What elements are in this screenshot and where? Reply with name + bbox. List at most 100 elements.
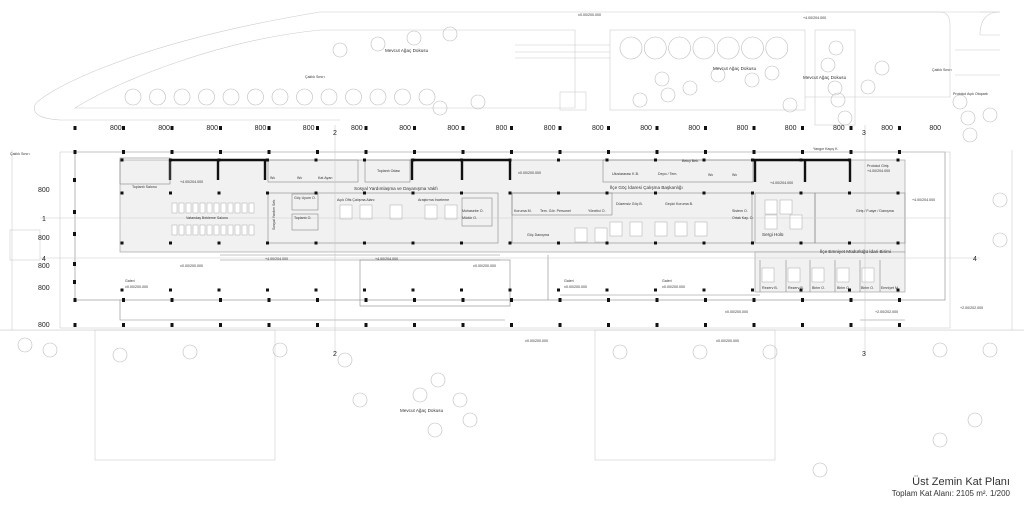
column — [654, 241, 657, 245]
tree-icon — [962, 127, 978, 143]
seat — [213, 224, 220, 236]
level-label: ±0.00/200.000 — [518, 171, 541, 175]
column — [896, 191, 900, 195]
tree-icon — [762, 344, 778, 360]
column — [73, 323, 77, 327]
level-label: +4.00/204.000 — [912, 198, 935, 202]
room-sosyal-sek: Sosyal Yardım Sek. — [272, 199, 276, 230]
tree-icon — [272, 342, 288, 358]
dimension-label: 800 — [351, 125, 363, 132]
desk — [861, 267, 875, 283]
axis-2-top: 2 — [333, 130, 337, 137]
tree-icon — [222, 88, 240, 106]
tree-icon — [619, 36, 643, 60]
room-birim: Birim O. — [837, 286, 850, 290]
column — [73, 280, 76, 284]
dimension-label: 800 — [929, 125, 941, 132]
column — [217, 241, 221, 245]
axis-4-left: 4 — [42, 256, 46, 263]
seat — [185, 202, 192, 214]
column — [508, 158, 512, 162]
column — [702, 241, 706, 245]
level-label: ±0.00/200.000 — [716, 339, 739, 343]
dimension-label: 800 — [38, 322, 50, 329]
room-yonetici: Yönetici O. — [588, 209, 606, 213]
column — [801, 150, 804, 154]
dimension-label: 800 — [110, 125, 122, 132]
level-label: +2.00/202.000 — [875, 310, 898, 314]
column — [413, 126, 416, 130]
column — [654, 158, 657, 162]
room-goc-uyum: Göç Uyum O. — [294, 196, 316, 200]
column — [411, 288, 415, 292]
column — [122, 150, 125, 154]
desk — [761, 267, 775, 283]
tree-icon — [765, 36, 789, 60]
desk — [594, 227, 608, 243]
column — [558, 323, 562, 327]
tree-icon — [452, 392, 468, 408]
tree-icon — [442, 26, 458, 42]
room-giris: Giriş / Fuaye / Danışma — [856, 209, 894, 213]
column — [557, 191, 560, 195]
dimension-label: 800 — [640, 125, 652, 132]
room-bekci: Bekçi Bek. — [682, 159, 699, 163]
column — [898, 298, 901, 302]
column — [849, 126, 853, 130]
column — [169, 241, 172, 245]
tree-icon — [692, 36, 716, 60]
desk — [674, 221, 688, 237]
column — [510, 323, 513, 327]
tree-icon — [992, 232, 1008, 248]
tree-icon — [462, 412, 478, 428]
level-label: +4.00/204.000 — [180, 180, 203, 184]
column — [219, 298, 222, 302]
column — [411, 158, 415, 162]
label-trees: Mevcut Ağaç Dokusu — [803, 75, 847, 80]
column — [702, 191, 706, 195]
room-wc: Wc — [297, 176, 302, 180]
column — [314, 158, 318, 162]
dimension-label: 800 — [158, 125, 170, 132]
seat — [178, 224, 185, 236]
desk — [779, 199, 793, 215]
column — [752, 150, 756, 154]
room-toplanti-o: Toplantı O. — [294, 216, 311, 220]
level-label: +4.00/204.000 — [867, 169, 890, 173]
column — [169, 288, 172, 292]
level-label: +4.00/204.000 — [770, 181, 793, 185]
desk — [789, 214, 803, 230]
column — [655, 323, 659, 327]
column — [751, 191, 754, 195]
tree-icon — [182, 344, 198, 360]
column — [752, 298, 756, 302]
structural-columns — [73, 126, 901, 327]
label-border: Çalılık Sınırı — [305, 75, 325, 79]
axis-3-top: 3 — [862, 130, 866, 137]
column — [73, 178, 76, 182]
desk — [424, 204, 438, 220]
column — [217, 191, 221, 195]
tree-icon — [782, 97, 798, 113]
dimension-label: 800 — [544, 125, 556, 132]
column — [751, 241, 754, 245]
column — [508, 241, 512, 245]
column — [461, 150, 465, 154]
column — [704, 150, 707, 154]
tree-icon — [643, 36, 667, 60]
tree-icon — [352, 392, 368, 408]
seat — [234, 202, 241, 214]
tree-icon — [320, 88, 338, 106]
tree-icon — [692, 344, 708, 360]
tree-icon — [820, 57, 836, 73]
level-label: ±0.00/200.000 — [564, 285, 587, 289]
room-toplanti-odasi: Toplantı Odası — [377, 169, 400, 173]
column — [801, 298, 804, 302]
column — [316, 150, 319, 154]
column — [508, 288, 512, 292]
column — [607, 150, 610, 154]
column — [267, 298, 271, 302]
column — [411, 241, 415, 245]
column — [120, 241, 124, 245]
